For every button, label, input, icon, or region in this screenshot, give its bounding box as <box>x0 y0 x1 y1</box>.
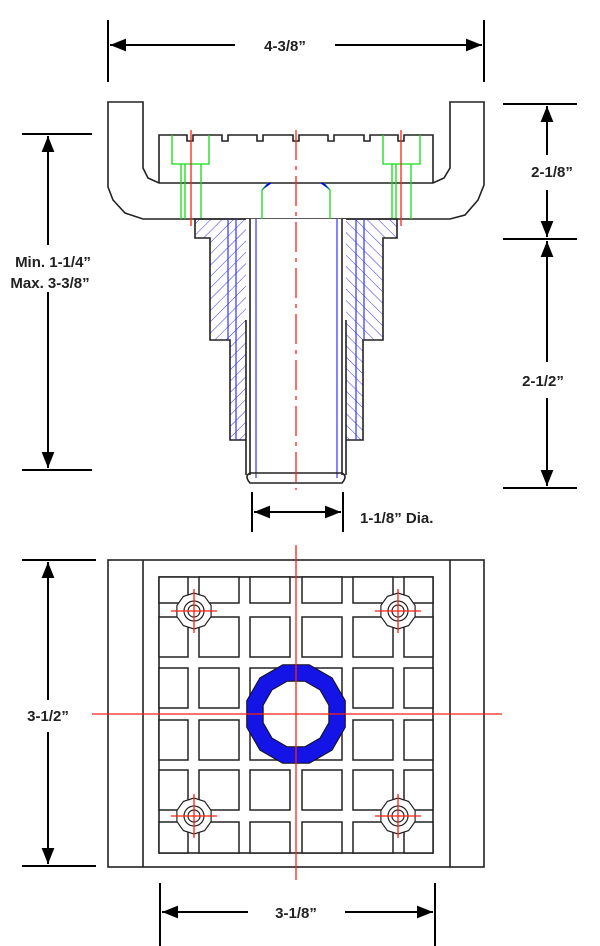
grid-cell <box>158 719 189 761</box>
grid-cell <box>352 719 394 761</box>
grid-cell <box>198 576 240 604</box>
grid-cell <box>198 667 240 709</box>
dim-top-height: 2-1/8” <box>531 164 573 181</box>
grid-cell <box>249 576 291 604</box>
hub-section <box>194 218 398 441</box>
dimensions: 4-3/8” 2-1/8” 2-1/2” Min. 1-1/4” Max. 3-… <box>10 20 577 946</box>
bolt-icon <box>375 589 421 633</box>
dim-plate-width: 3-1/8” <box>275 905 317 922</box>
bolt-icon <box>375 794 421 838</box>
dim-overall-width: 4-3/8” <box>264 38 306 55</box>
grid-cell <box>249 769 291 811</box>
grid-cell <box>403 667 434 709</box>
bracket-outline <box>107 101 485 220</box>
grid-cell <box>198 719 240 761</box>
plan-view <box>92 545 502 880</box>
grid-cell <box>301 616 343 658</box>
bolt-icon <box>171 794 217 838</box>
dim-pipe-diameter: 1-1/8” Dia. <box>360 510 433 527</box>
dim-adjust-min: Min. 1-1/4” <box>15 254 91 271</box>
bolt-icon <box>171 589 217 633</box>
grid-cell <box>249 821 291 854</box>
side-section-view <box>107 101 485 490</box>
dim-adjust-max: Max. 3-3/8” <box>10 275 89 292</box>
grid-cell <box>301 576 343 604</box>
grid-cell <box>158 667 189 709</box>
bolts <box>171 589 421 838</box>
grid-cell <box>301 821 343 854</box>
grid-cell <box>301 769 343 811</box>
grid-cell <box>352 667 394 709</box>
dim-plate-depth: 3-1/2” <box>27 708 69 725</box>
grid-cell <box>403 719 434 761</box>
grid-cell <box>249 616 291 658</box>
dim-stem-height: 2-1/2” <box>522 373 564 390</box>
